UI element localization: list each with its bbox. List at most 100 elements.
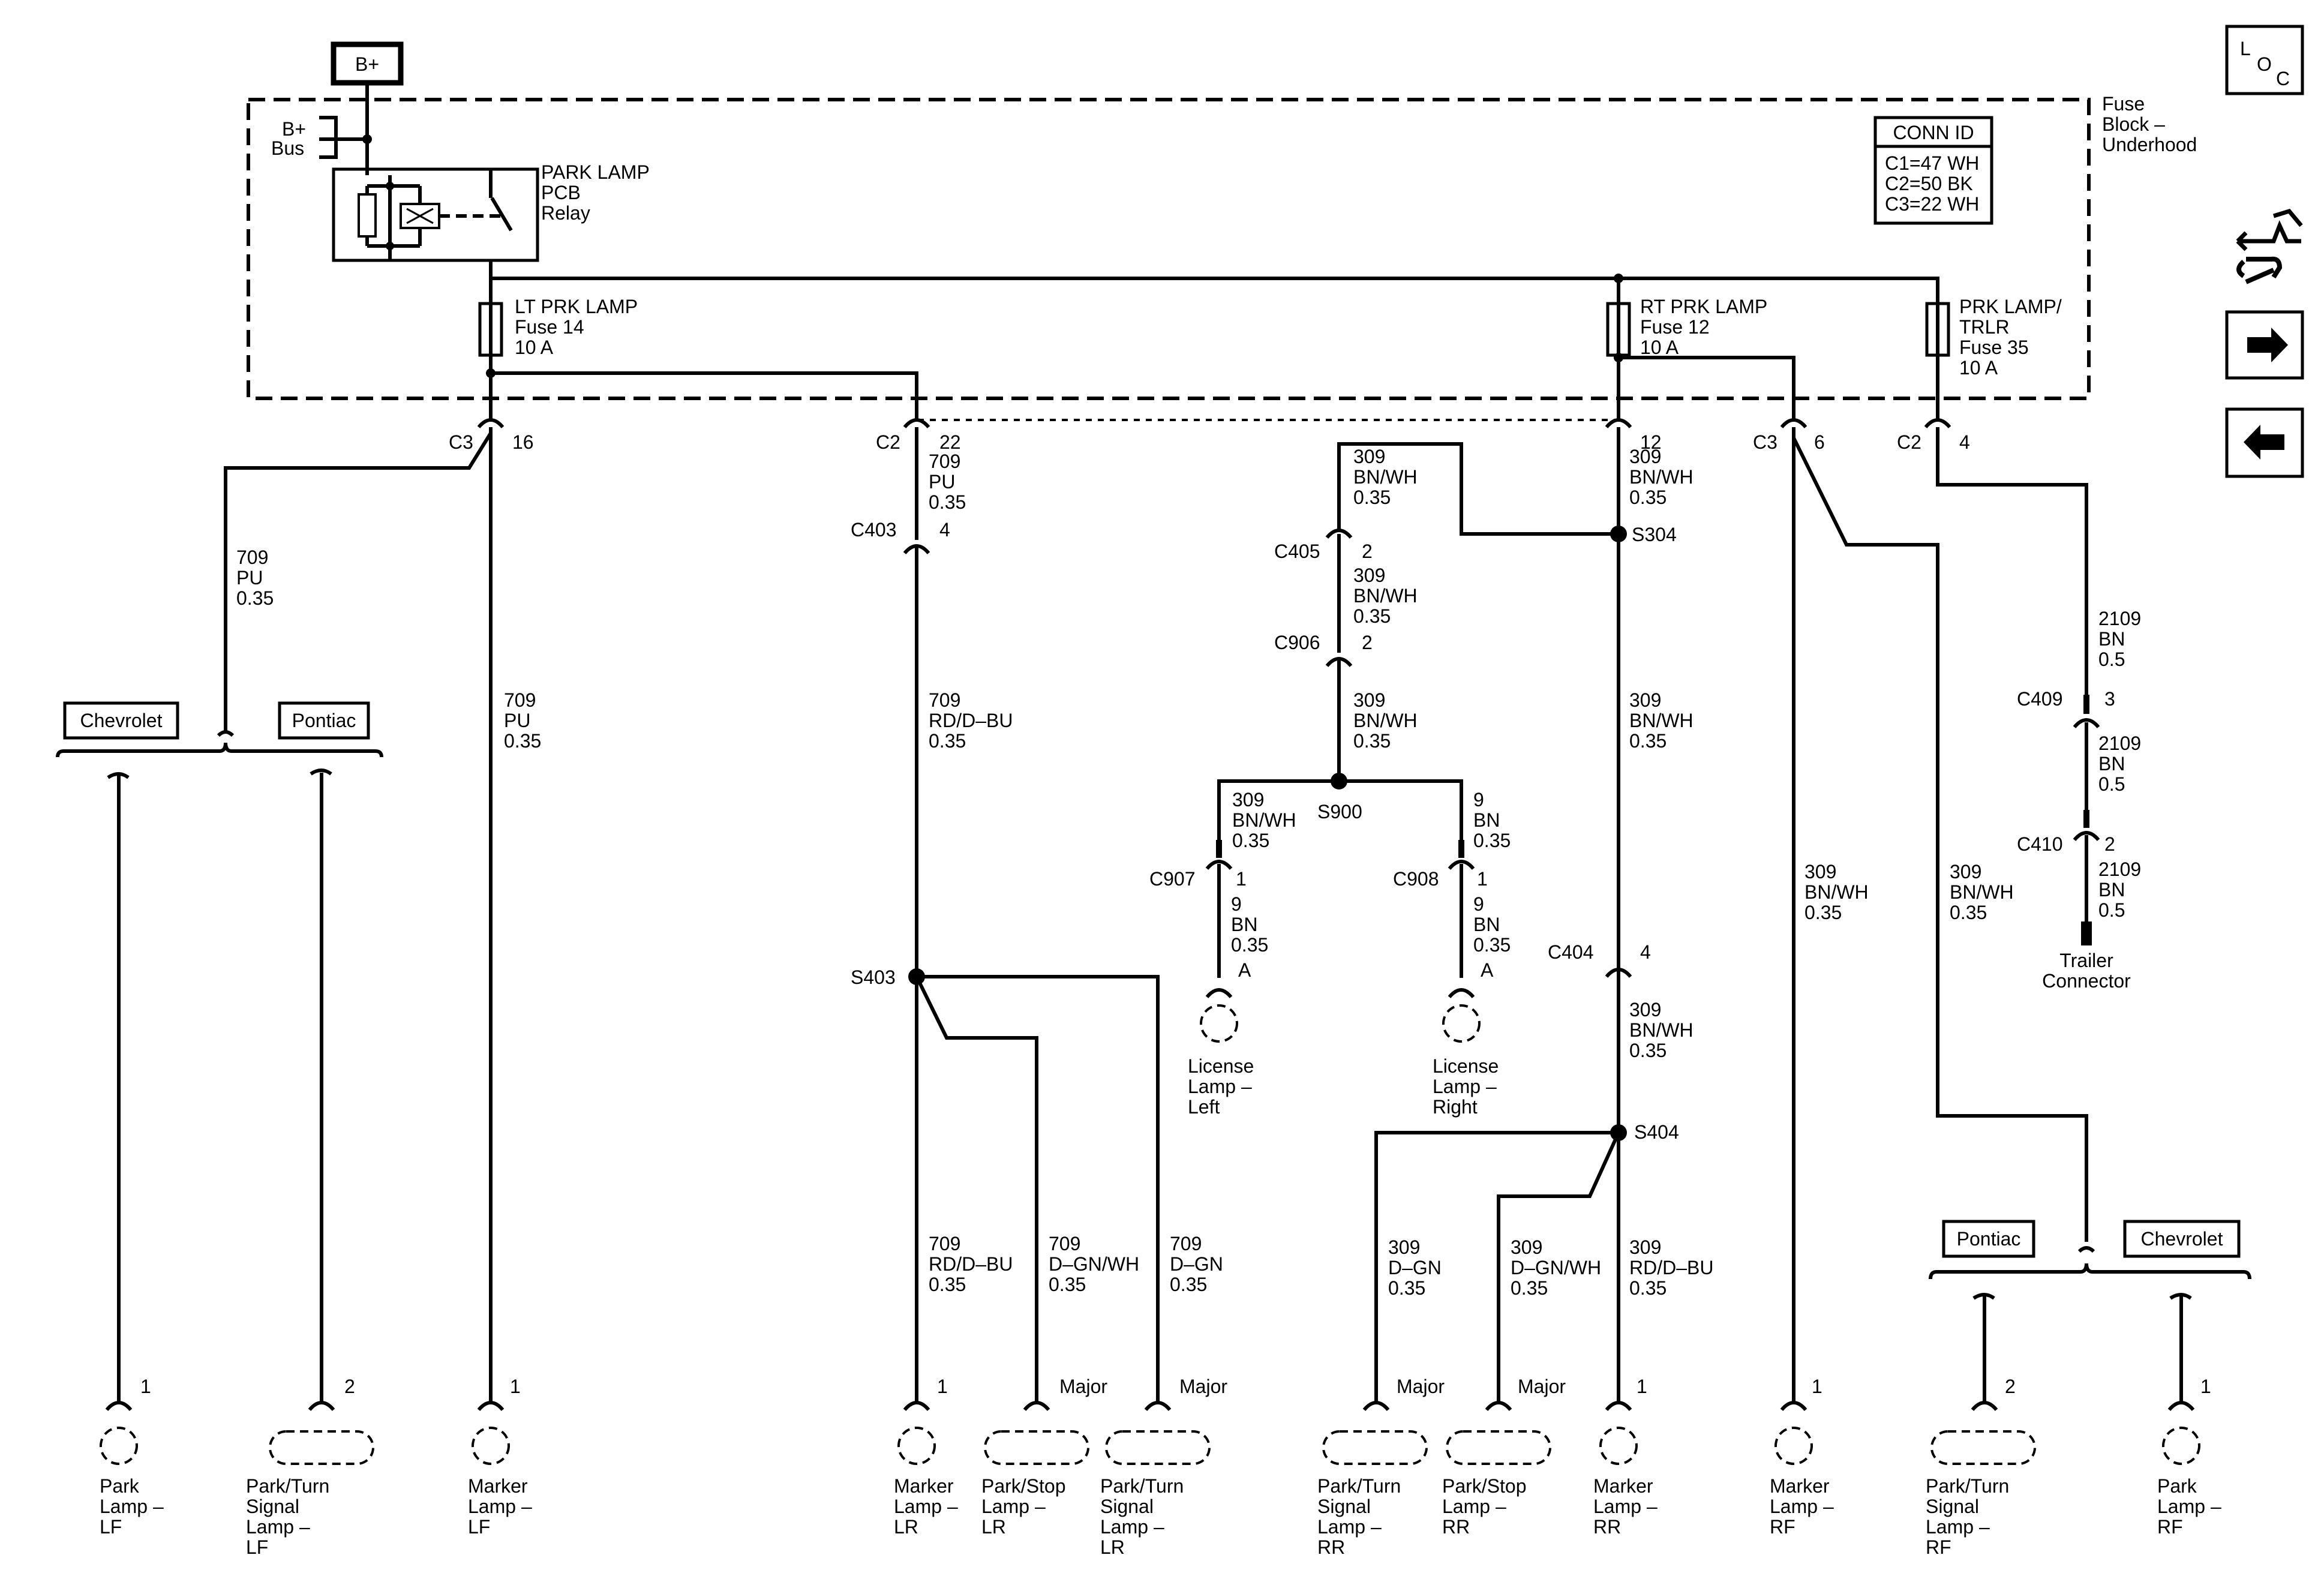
svg-text:4: 4 [939, 519, 950, 541]
svg-text:B+: B+ [355, 53, 379, 75]
connector-c404: C404 4 [1548, 941, 1651, 978]
svg-text:C410: C410 [2017, 833, 2063, 855]
svg-text:2: 2 [2005, 1376, 2016, 1397]
svg-text:2: 2 [1362, 632, 1373, 653]
svg-text:A: A [1238, 959, 1251, 981]
option-box-pontiac-right: Pontiac [1942, 1220, 2035, 1258]
svg-text:O: O [2257, 53, 2272, 75]
svg-text:2: 2 [2104, 833, 2115, 855]
svg-text:C409: C409 [2017, 688, 2063, 710]
svg-text:1: 1 [2200, 1376, 2211, 1397]
conn-id-box: CONN ID C1=47 WH C2=50 BK C3=22 WH [1873, 116, 1993, 225]
svg-text:C907: C907 [1149, 868, 1196, 890]
svg-text:Major: Major [1518, 1376, 1566, 1397]
connector-c907: C907 1 [1149, 860, 1247, 890]
svg-text:1: 1 [510, 1376, 521, 1397]
connector-c409: C409 3 [2017, 688, 2115, 729]
svg-text:Major: Major [1179, 1376, 1227, 1397]
svg-text:L: L [2240, 38, 2251, 59]
svg-text:12: 12 [1640, 431, 1662, 453]
connector-12: 12 [1605, 418, 1662, 453]
splice-s403-label: S403 [851, 966, 896, 988]
svg-text:6: 6 [1814, 431, 1825, 453]
splice-s900-label: S900 [1317, 801, 1362, 822]
svg-text:C: C [2276, 68, 2290, 89]
connector-c403: C403 4 [851, 519, 950, 555]
connector-c2-4: C2 4 [1897, 418, 1970, 453]
svg-text:1: 1 [937, 1376, 948, 1397]
connector-c3-16: C3 16 [449, 418, 534, 453]
option-box-chevrolet-left: Chevrolet [63, 701, 179, 740]
svg-text:C404: C404 [1548, 941, 1594, 963]
svg-text:Pontiac: Pontiac [292, 710, 356, 731]
svg-text:C906: C906 [1274, 632, 1320, 653]
svg-text:C3=22 WH: C3=22 WH [1885, 193, 1979, 215]
arrow-left-icon[interactable] [2225, 407, 2304, 478]
svg-text:4: 4 [1640, 941, 1651, 963]
svg-text:C2=50 BK: C2=50 BK [1885, 173, 1973, 194]
connector-c405: C405 2 [1274, 514, 1373, 562]
option-box-pontiac-left: Pontiac [278, 701, 370, 740]
svg-text:Pontiac: Pontiac [1957, 1228, 2021, 1250]
svg-text:C2: C2 [876, 431, 900, 453]
svg-text:2: 2 [1362, 541, 1373, 562]
loc-button[interactable]: L O C [2225, 25, 2304, 95]
svg-text:1: 1 [1637, 1376, 1647, 1397]
connector-c906: C906 2 [1274, 632, 1373, 668]
svg-text:1: 1 [1812, 1376, 1822, 1397]
fuse-block-outline [247, 98, 2091, 400]
harness-tool-icon[interactable] [2236, 208, 2303, 284]
arrow-right-icon[interactable] [2225, 310, 2304, 380]
svg-text:16: 16 [512, 431, 534, 453]
svg-text:2: 2 [344, 1376, 355, 1397]
svg-text:Major: Major [1059, 1376, 1107, 1397]
svg-text:22: 22 [939, 431, 961, 453]
splice-s404-label: S404 [1634, 1121, 1679, 1143]
svg-text:1: 1 [1236, 868, 1247, 890]
svg-text:Chevrolet: Chevrolet [80, 710, 163, 731]
connector-c410: C410 2 [2017, 831, 2115, 855]
svg-text:1: 1 [1477, 868, 1488, 890]
option-box-chevrolet-right: Chevrolet [2123, 1220, 2241, 1258]
